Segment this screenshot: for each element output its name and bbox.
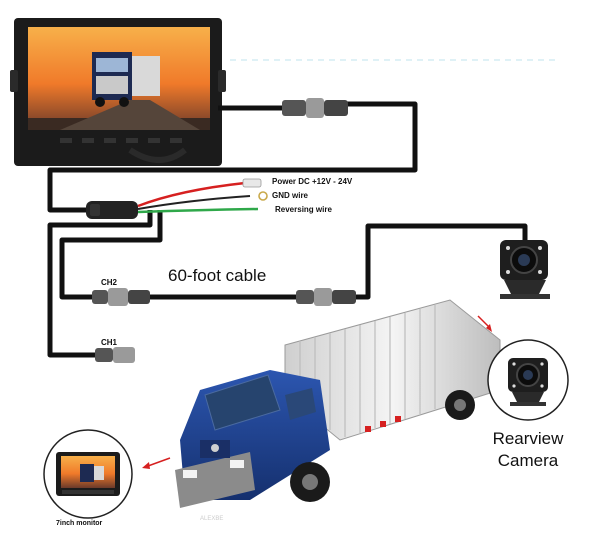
cable-length-label: 60-foot cable [168, 266, 267, 285]
monitor-arrow [142, 457, 171, 469]
camera-arrow [477, 315, 492, 332]
power-wire [137, 181, 246, 208]
truck-illustration [175, 299, 501, 508]
ch1-label: CH1 [101, 338, 118, 347]
camera-label: Camera [497, 451, 559, 470]
gnd-wire [137, 195, 251, 210]
power-label: Power DC +12V - 24V [272, 177, 353, 186]
power-terminal [242, 178, 262, 188]
rearview-camera-circle [487, 339, 569, 421]
monitor-illustration [10, 18, 226, 166]
reversing-wire [137, 207, 259, 214]
ch2-label: CH2 [101, 278, 118, 287]
gnd-terminal [258, 191, 268, 201]
gnd-label: GND wire [272, 191, 309, 200]
monitor-label: 7inch monitor [56, 520, 103, 527]
camera-illustration [500, 240, 550, 299]
main-cable [47, 101, 528, 358]
monitor-connector [282, 98, 348, 118]
rearview-camera-label: Rearview Camera [478, 428, 578, 472]
ch2-connector [92, 288, 150, 306]
extension-connector [296, 288, 356, 306]
truck-brand: ALEXBE [200, 516, 223, 522]
splitter-box [86, 201, 138, 219]
ch1-connector [95, 347, 135, 363]
monitor-circle [43, 429, 133, 519]
reversing-label: Reversing wire [275, 205, 332, 214]
rearview-label: Rearview [492, 429, 564, 448]
